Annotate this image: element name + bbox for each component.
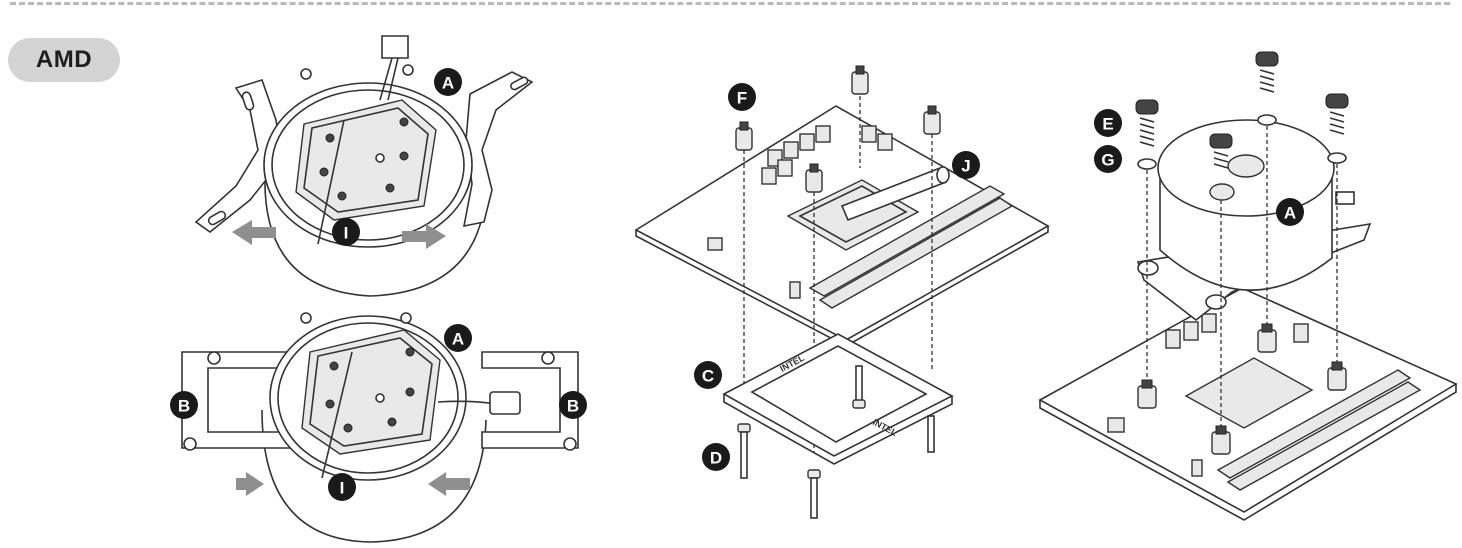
callout-i: I <box>332 218 360 246</box>
callout-j: J <box>952 151 980 179</box>
motherboard-backplate-assembly: INTEL INTEL <box>634 65 1050 519</box>
callout-g: G <box>1094 145 1122 173</box>
standoff <box>805 163 823 193</box>
cpu-socket <box>1184 357 1314 429</box>
backplate-screw <box>807 469 821 519</box>
backplate-screw <box>852 365 866 409</box>
section-label-amd: AMD <box>8 38 120 82</box>
svg-text:A: A <box>452 330 464 349</box>
callout-a: A <box>434 68 462 96</box>
svg-text:A: A <box>442 74 454 93</box>
svg-text:G: G <box>1101 151 1114 170</box>
svg-text:B: B <box>178 397 190 416</box>
standoff <box>1327 361 1347 391</box>
svg-text:C: C <box>702 367 714 386</box>
pump-connector <box>1335 191 1355 205</box>
arrow-right-icon <box>402 224 446 249</box>
bracket-arm-right <box>462 71 534 228</box>
pump-bracket-assembly-bottom <box>181 312 579 543</box>
callout-e: E <box>1094 109 1122 137</box>
callout-c: C <box>694 361 722 389</box>
arrow-left-icon <box>428 472 470 496</box>
arrow-left-icon <box>232 220 276 245</box>
spring-screw <box>1255 51 1279 126</box>
callout-d: D <box>702 443 730 471</box>
cold-plate <box>301 329 441 455</box>
callout-f: F <box>728 83 756 111</box>
svg-text:J: J <box>961 157 970 176</box>
cold-plate <box>295 99 437 221</box>
callout-a: A <box>1276 198 1304 226</box>
callout-b: B <box>170 391 198 419</box>
callout-b: B <box>559 391 587 419</box>
fan-connector <box>489 391 521 415</box>
standoff <box>735 121 753 151</box>
standoff <box>1257 323 1277 353</box>
arrow-right-icon <box>236 472 264 496</box>
ram-slot <box>808 185 1006 297</box>
svg-text:D: D <box>710 449 722 468</box>
callout-a: A <box>444 324 472 352</box>
svg-text:E: E <box>1102 115 1113 134</box>
standoff <box>1211 425 1231 455</box>
pump-mounting-assembly <box>1038 51 1458 521</box>
svg-text:I: I <box>344 224 349 243</box>
callout-i: I <box>328 473 356 501</box>
standoff <box>1137 379 1157 409</box>
spring-screw <box>1209 133 1233 169</box>
standoff <box>851 65 869 95</box>
standoff <box>923 105 941 135</box>
spring-screw <box>1325 93 1349 164</box>
top-dashed-divider <box>10 2 1450 5</box>
fan-connector <box>381 35 409 59</box>
ram-slot <box>1216 369 1412 479</box>
backplate-screw <box>927 415 935 453</box>
svg-text:A: A <box>1284 204 1296 223</box>
bracket-arm-left <box>194 79 283 234</box>
svg-text:F: F <box>737 89 747 108</box>
svg-text:I: I <box>340 479 345 498</box>
pump-bracket-assembly-top <box>194 35 534 297</box>
backplate-screw <box>737 423 751 479</box>
svg-text:B: B <box>567 397 579 416</box>
spring-screw <box>1135 99 1159 170</box>
